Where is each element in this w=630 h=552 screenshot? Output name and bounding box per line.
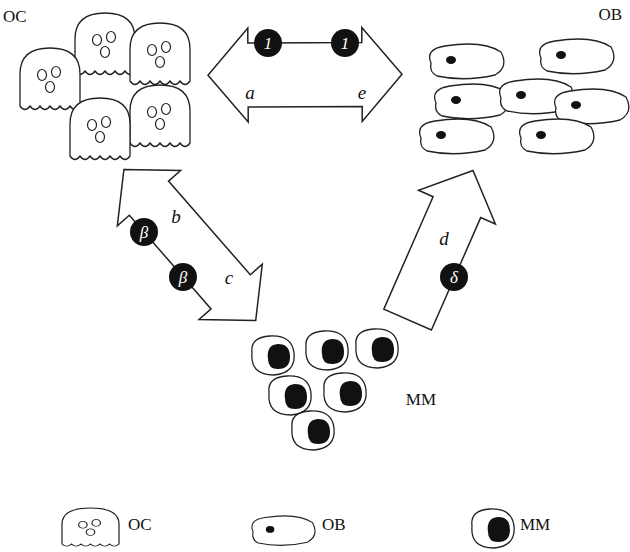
cell-group: OC (0, 2, 200, 165)
callout-circle: β (130, 218, 158, 246)
callout-circle: δ (440, 263, 468, 291)
group-label: OB (598, 6, 622, 23)
arrow-letter: e (358, 83, 366, 102)
block-arrow (384, 171, 496, 331)
group-label: MM (406, 391, 436, 408)
arrow-letter: b (171, 207, 181, 226)
block-arrow (208, 28, 402, 123)
arrow-letter: c (225, 268, 233, 287)
cell-group: OB (410, 0, 628, 165)
callout-circle: β (169, 263, 197, 291)
legend-text: MM (520, 516, 550, 533)
group-label: OC (3, 8, 27, 25)
callout-circle: 1 (331, 29, 359, 57)
callout-circle: 1 (254, 29, 282, 57)
legend-text: OB (322, 516, 346, 533)
arrow-letter: d (439, 229, 449, 248)
arrow-letter: a (245, 83, 255, 102)
cell-group: MM (235, 325, 440, 455)
legend-text: OC (128, 516, 152, 533)
block-arrow (117, 170, 262, 321)
